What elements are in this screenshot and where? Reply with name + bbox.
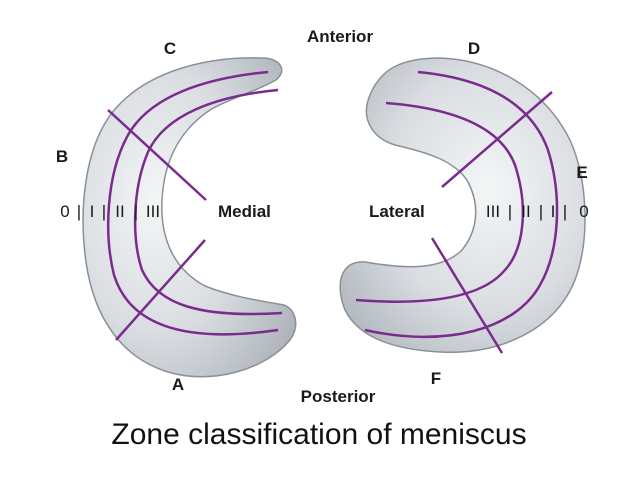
lateral-zone-iii: III (486, 202, 500, 221)
medial-meniscus (82, 57, 297, 378)
medial-label: Medial (218, 202, 271, 221)
medial-zone-line-inner (133, 88, 283, 316)
region-label-d: D (468, 39, 480, 58)
medial-zone-0: 0 (60, 202, 69, 221)
lateral-radial-line-anterior (441, 91, 553, 188)
lateral-zone-labels: III | II | I | 0 (486, 202, 589, 221)
region-label-b: B (56, 147, 68, 166)
lateral-meniscus (339, 57, 586, 354)
medial-radial-line-anterior (107, 109, 207, 201)
lateral-zone-ii: II (521, 202, 530, 221)
lateral-radial-line-posterior (430, 237, 504, 354)
region-label-c: C (164, 39, 176, 58)
lateral-zone-line-inner (355, 101, 525, 303)
medial-zone-i: I (90, 202, 95, 221)
lateral-zone-0: 0 (579, 202, 588, 221)
lateral-meniscus-body (339, 57, 586, 353)
medial-zone-labels: 0 | I | II | III (60, 202, 160, 221)
zone-separator: | (563, 202, 567, 221)
region-label-e: E (576, 163, 587, 182)
medial-zone-line-outer (106, 70, 279, 336)
medial-radial-line-posterior (115, 239, 206, 341)
lateral-zone-line-outer (364, 70, 559, 339)
lateral-label: Lateral (369, 202, 425, 221)
caption: Zone classification of meniscus (111, 418, 527, 451)
anterior-label: Anterior (307, 27, 374, 46)
zone-separator: | (134, 202, 138, 221)
zone-separator: | (539, 202, 543, 221)
zone-separator: | (508, 202, 512, 221)
medial-zone-iii: III (146, 202, 160, 221)
region-label-f: F (431, 369, 441, 388)
zone-separator: | (102, 202, 106, 221)
zone-separator: | (77, 202, 81, 221)
posterior-label: Posterior (301, 387, 376, 406)
medial-zone-ii: II (115, 202, 124, 221)
lateral-zone-i: I (551, 202, 556, 221)
region-label-a: A (172, 375, 184, 394)
